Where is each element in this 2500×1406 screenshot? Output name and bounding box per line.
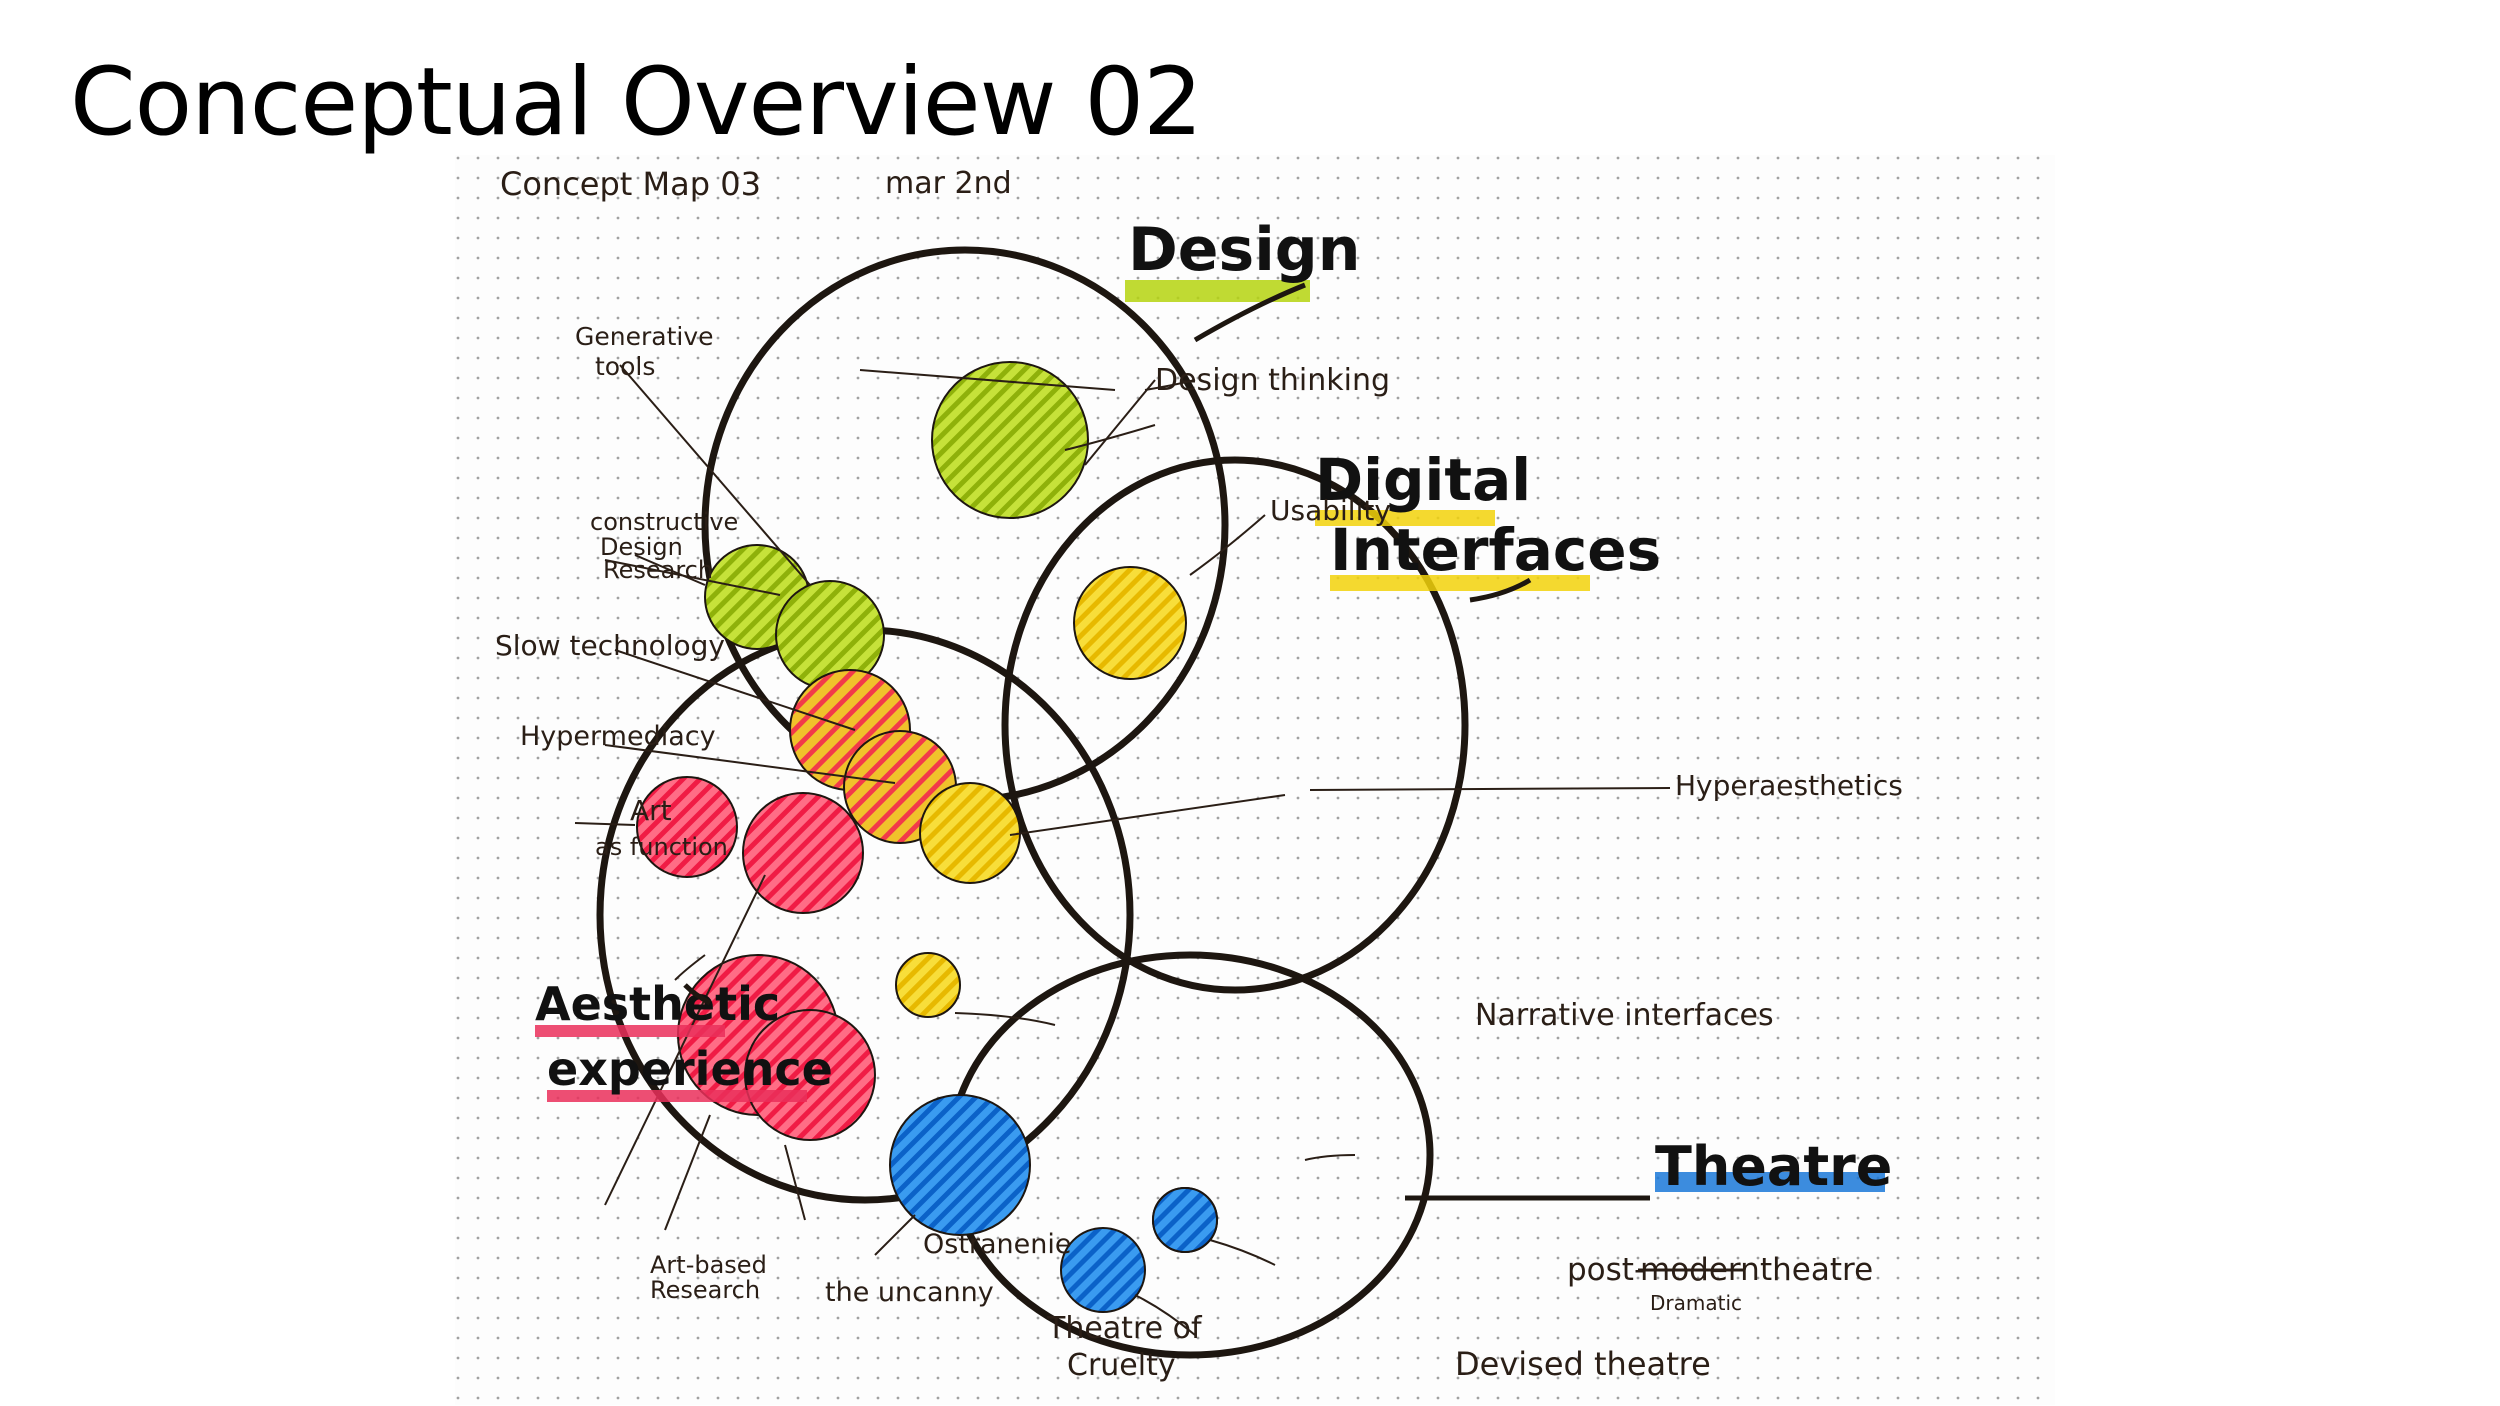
art-based-research-node [743,793,863,913]
usability-node [1074,567,1186,679]
cdr-label-1: constructive [590,508,738,536]
postdramatic-prefix: post- [1567,1252,1645,1288]
usability-label: Usability [1270,494,1391,527]
hyperaesthetics-label: Hyperaesthetics [1675,769,1903,802]
theatre-label: Theatre [1655,1135,1892,1198]
art-based-research-label-2: Research [650,1276,760,1304]
narrative-interfaces-label: Narrative interfaces [1475,998,1774,1033]
theatre-of-cruelty-label-1: Theatre of [1046,1311,1203,1346]
design-thinking-label: Design thinking [1155,363,1390,398]
hyperaesthetics-node [920,783,1020,883]
postdramatic-insert: Dramatic [1650,1291,1742,1315]
sketch-date: mar 2nd [885,166,1012,201]
narrative-interfaces-node [896,953,960,1017]
devised-theatre-label: Devised theatre [1455,1345,1711,1383]
cdr-label-3: Research [603,556,713,584]
the-uncanny-label: the uncanny [825,1277,994,1308]
art-as-function-label-1: Art [630,794,672,827]
art-based-research-label-1: Art-based [650,1251,767,1279]
art-as-function-label-2: as function [595,833,728,861]
concept-map-svg: Concept Map 03 mar 2nd [455,155,2055,1405]
devised-theatre-node [1061,1228,1145,1312]
experience-label: experience [547,1042,833,1096]
sketch-note: Concept Map 03 [500,165,761,203]
art-as-function-node [637,777,737,877]
generative-tools-label-1: Generative [575,322,714,351]
generative-tools-label-2: tools [595,352,655,381]
slide-title: Conceptual Overview 02 [70,48,1202,157]
theatre-of-cruelty-node [890,1095,1030,1235]
postdramatic-suffix: theatre [1760,1252,1873,1288]
design-label: Design [1128,215,1360,285]
theatre-of-cruelty-label-2: Cruelty [1067,1348,1176,1383]
concept-map-sketch: Concept Map 03 mar 2nd [455,155,2055,1405]
aesthetic-label: Aesthetic [535,977,780,1031]
ostranenie-label: Ostranenie [923,1229,1072,1260]
slow-technology-label: Slow technology [495,629,725,662]
hypermediacy-label: Hypermediacy [520,721,716,752]
